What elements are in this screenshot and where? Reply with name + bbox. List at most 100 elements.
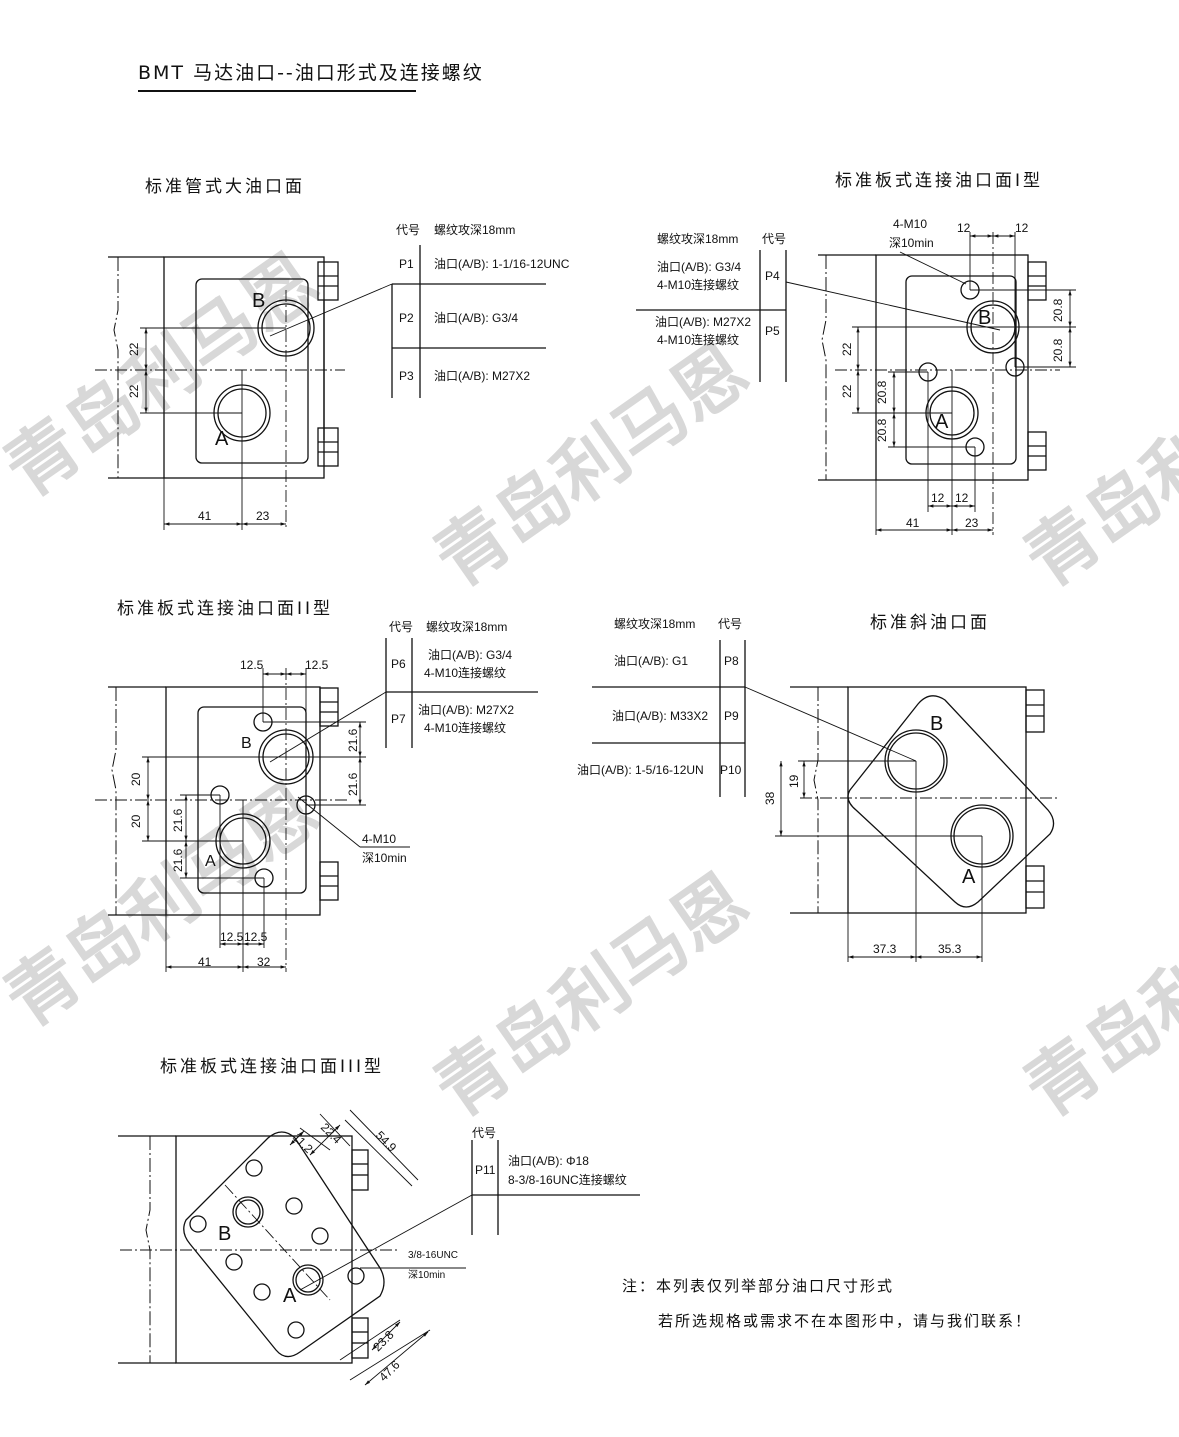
s1-row1-code: P1 <box>399 257 414 271</box>
drawing-s3 <box>95 638 538 972</box>
s3-bolt-label-2: 深10min <box>362 851 407 865</box>
s4-dim-37.3: 37.3 <box>873 942 897 956</box>
s2-dim-41: 41 <box>906 516 920 530</box>
s2-dim-12-a: 12 <box>957 221 971 235</box>
s3-dim-21.6-d: 21.6 <box>171 848 185 872</box>
s3-dim-41: 41 <box>198 955 212 969</box>
s3-table-col-code: 代号 <box>389 620 413 634</box>
s3-row1-line2: 4-M10连接螺纹 <box>424 665 506 680</box>
s3-row2-line2: 4-M10连接螺纹 <box>424 720 506 735</box>
s3-dim-12.5-b: 12.5 <box>305 658 329 672</box>
s2-table-col-code: 代号 <box>762 232 786 246</box>
s2-dim-20.8-c: 20.8 <box>875 380 889 404</box>
s4-dim-19: 19 <box>787 774 801 788</box>
s1-dim-22-top: 22 <box>127 342 141 356</box>
s5-dim-23.8: 23.8 <box>370 1327 397 1354</box>
s4-dim-38: 38 <box>763 791 777 805</box>
s1-row3-thread: 油口(A/B): M27X2 <box>434 369 530 383</box>
s2-dim-20.8-d: 20.8 <box>875 418 889 442</box>
s1-row2-code: P2 <box>399 311 414 325</box>
s2-dim-12-b: 12 <box>1015 221 1029 235</box>
s1-dim-22-bottom: 22 <box>127 384 141 398</box>
s2-table-col-thread: 螺纹攻深18mm <box>657 232 738 246</box>
s4-port-a-label: A <box>962 866 976 888</box>
s2-dim-22-a: 22 <box>840 342 854 356</box>
s4-row1-code: P8 <box>724 654 739 668</box>
s1-row1-thread: 油口(A/B): 1-1/16-12UNC <box>434 257 570 271</box>
s4-row1-thread: 油口(A/B): G1 <box>614 654 688 668</box>
s2-row1-code: P4 <box>765 269 780 283</box>
s3-dim-20-a: 20 <box>129 772 143 786</box>
s3-dim-21.6-c: 21.6 <box>171 808 185 832</box>
s3-row1-code: P6 <box>391 657 406 671</box>
s3-dim-12.5-a: 12.5 <box>240 658 264 672</box>
s3-port-b-label: B <box>241 735 252 752</box>
s5-row1-line1: 油口(A/B): Φ18 <box>508 1154 589 1168</box>
note-line-2: 若所选规格或需求不在本图形中，请与我们联系！ <box>658 1312 1033 1330</box>
section-title-s2: 标准板式连接油口面I型 <box>835 171 1044 191</box>
s4-row3-code: P10 <box>720 763 742 777</box>
s3-dim-21.6-a: 21.6 <box>346 728 360 752</box>
page-title: BMT 马达油口--油口形式及连接螺纹 <box>138 62 484 84</box>
drawing-s2 <box>636 232 1076 535</box>
s5-port-b-label: B <box>218 1223 231 1245</box>
section-title-s5: 标准板式连接油口面III型 <box>160 1057 385 1077</box>
s3-row2-line1: 油口(A/B): M27X2 <box>418 703 514 717</box>
s2-dim-12-d: 12 <box>955 491 969 505</box>
s4-table-col-thread: 螺纹攻深18mm <box>614 617 695 631</box>
s1-table-col-thread: 螺纹攻深18mm <box>434 223 515 237</box>
s1-port-a-label: A <box>215 428 229 450</box>
s4-port-b-label: B <box>930 713 943 735</box>
s3-bolt-label-1: 4-M10 <box>362 832 396 846</box>
s2-row1-line1: 油口(A/B): G3/4 <box>657 260 741 274</box>
s2-row2-code: P5 <box>765 324 780 338</box>
s5-row1-code: P11 <box>475 1163 496 1177</box>
s3-dim-32: 32 <box>257 955 271 969</box>
section-title-s1: 标准管式大油口面 <box>145 177 305 197</box>
drawing-s4 <box>592 640 1060 962</box>
s3-dim-20-b: 20 <box>129 814 143 828</box>
s5-row1-line2: 8-3/8-16UNC连接螺纹 <box>508 1172 627 1187</box>
s3-table-col-thread: 螺纹攻深18mm <box>426 620 507 634</box>
s5-port-a-label: A <box>283 1285 297 1307</box>
s3-row1-line1: 油口(A/B): G3/4 <box>428 648 512 662</box>
section-title-s3: 标准板式连接油口面II型 <box>117 599 334 619</box>
s5-table-col-code: 代号 <box>472 1126 496 1140</box>
drawing-s1 <box>95 245 546 530</box>
section-title-s4: 标准斜油口面 <box>870 613 990 633</box>
s2-port-b-label: B <box>978 307 991 329</box>
s2-dim-20.8-a: 20.8 <box>1051 298 1065 322</box>
note-line-1: 注：本列表仅列举部分油口尺寸形式 <box>622 1277 895 1295</box>
s2-row1-line2: 4-M10连接螺纹 <box>657 277 739 292</box>
s2-port-a-label: A <box>935 411 949 433</box>
s4-dim-35.3: 35.3 <box>938 942 962 956</box>
s2-row2-line1: 油口(A/B): M27X2 <box>655 315 751 329</box>
s2-bolt-label-2: 深10min <box>889 236 934 250</box>
s1-dim-23: 23 <box>256 509 270 523</box>
s3-row2-code: P7 <box>391 712 406 726</box>
s3-dim-21.6-b: 21.6 <box>346 772 360 796</box>
s3-dim-12.5-d: 12.5 <box>244 930 268 944</box>
s3-dim-12.5-c: 12.5 <box>220 930 244 944</box>
s1-dim-41: 41 <box>198 509 212 523</box>
s4-row2-code: P9 <box>724 709 739 723</box>
s1-row2-thread: 油口(A/B): G3/4 <box>434 311 518 325</box>
s5-dim-11.2: 11.2 <box>290 1130 316 1156</box>
s4-table-col-code: 代号 <box>718 617 742 631</box>
s4-row2-thread: 油口(A/B): M33X2 <box>612 709 708 723</box>
s5-bolt-label-2: 深10min <box>408 1269 445 1281</box>
s2-row2-line2: 4-M10连接螺纹 <box>657 332 739 347</box>
s2-dim-20.8-b: 20.8 <box>1051 338 1065 362</box>
title-underline <box>138 90 416 92</box>
s2-dim-23: 23 <box>965 516 979 530</box>
s1-row3-code: P3 <box>399 369 414 383</box>
s3-port-a-label: A <box>205 853 216 870</box>
s2-dim-12-c: 12 <box>931 491 945 505</box>
s2-bolt-label-1: 4-M10 <box>893 217 927 231</box>
s4-row3-thread: 油口(A/B): 1-5/16-12UN <box>577 763 704 777</box>
s1-table-col-code: 代号 <box>396 223 420 237</box>
s2-dim-22-b: 22 <box>840 384 854 398</box>
s1-port-b-label: B <box>252 290 265 312</box>
s5-bolt-label-1: 3/8-16UNC <box>408 1250 458 1261</box>
